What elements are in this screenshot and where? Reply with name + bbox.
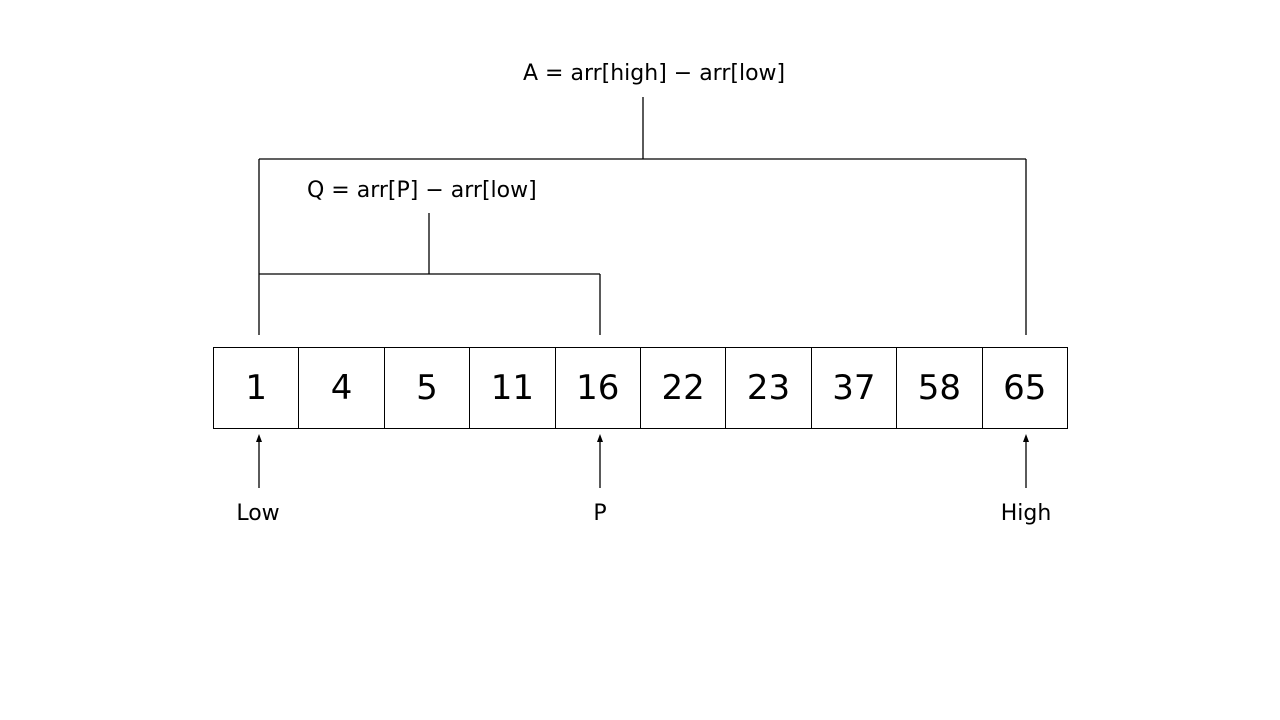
array-cell: 1 [214, 348, 300, 428]
array-cell: 16 [556, 348, 641, 428]
array-cell: 22 [641, 348, 727, 428]
array-cell: 58 [897, 348, 983, 428]
array-cell: 11 [470, 348, 556, 428]
low-arrow-head [256, 434, 262, 442]
array-cell: 4 [299, 348, 385, 428]
array-cell: 65 [983, 348, 1068, 428]
array-cell: 5 [385, 348, 471, 428]
low-pointer-label: Low [236, 501, 280, 526]
sorted-array: 1 4 5 11 16 22 23 37 58 65 [213, 347, 1068, 429]
high-pointer-label: High [1000, 501, 1052, 526]
formula-a: A = arr[high] − arr[low] [523, 61, 786, 86]
high-arrow-head [1023, 434, 1029, 442]
formula-q: Q = arr[P] − arr[low] [307, 178, 537, 203]
array-cell: 37 [812, 348, 898, 428]
array-cell: 23 [726, 348, 812, 428]
p-pointer-label: P [593, 501, 607, 526]
p-arrow-head [597, 434, 603, 442]
